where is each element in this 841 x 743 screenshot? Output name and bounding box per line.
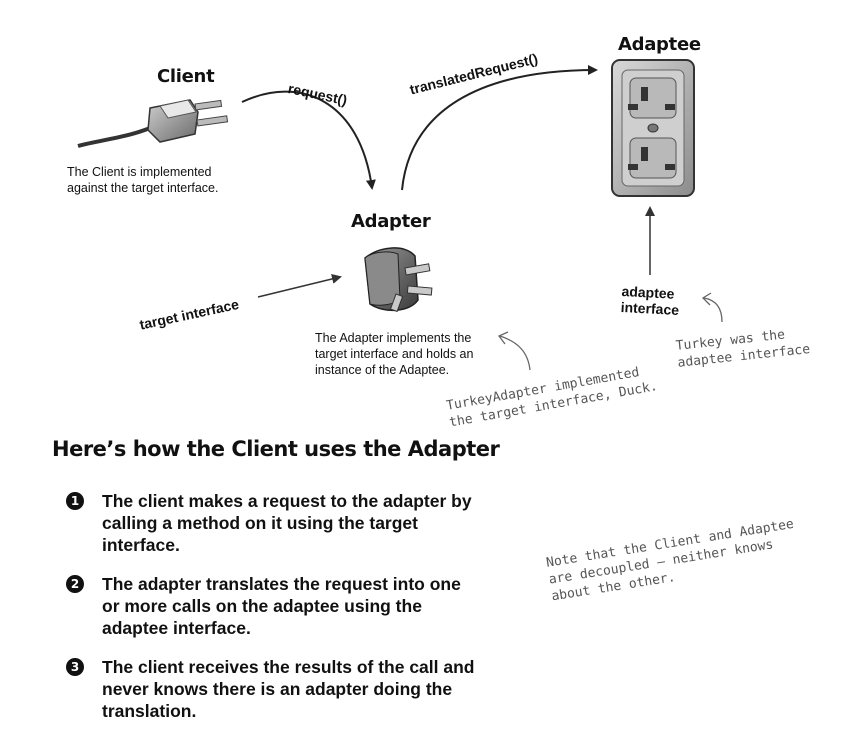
- target-interface-arrow: [257, 274, 342, 298]
- step-2: 2 The adapter translates the request int…: [66, 573, 486, 639]
- turkey-adapter-note-arrow: [499, 335, 531, 371]
- how-client-uses-adapter-heading: Here’s how the Client uses the Adapter: [52, 437, 500, 461]
- step-text: The client makes a request to the adapte…: [102, 491, 472, 555]
- adaptee-outlet-icon: [611, 59, 695, 197]
- adaptee-interface-label: adaptee interface: [620, 283, 680, 319]
- step-text: The adapter translates the request into …: [102, 574, 461, 638]
- client-description: The Client is implemented against the ta…: [67, 165, 219, 195]
- request-arrow: [241, 90, 376, 190]
- adapter-title: Adapter: [351, 211, 431, 232]
- step-3: 3 The client receives the results of the…: [66, 656, 486, 722]
- turkey-note-arrowhead: [701, 292, 712, 306]
- step-number-badge: 3: [66, 658, 84, 676]
- turkey-note-arrow: [703, 297, 723, 323]
- client-title: Client: [157, 66, 215, 87]
- client-plug-icon: [77, 99, 229, 148]
- turkey-adapter-note-arrowhead: [497, 331, 509, 345]
- adaptee-title: Adaptee: [618, 34, 701, 55]
- adapter-description: The Adapter implements the target interf…: [315, 331, 474, 377]
- translated-request-arrow: [401, 65, 598, 191]
- step-number-badge: 1: [66, 492, 84, 510]
- step-1: 1 The client makes a request to the adap…: [66, 490, 486, 556]
- adapter-plug-icon: [364, 247, 433, 313]
- step-number-badge: 2: [66, 575, 84, 593]
- step-text: The client receives the results of the c…: [102, 657, 475, 721]
